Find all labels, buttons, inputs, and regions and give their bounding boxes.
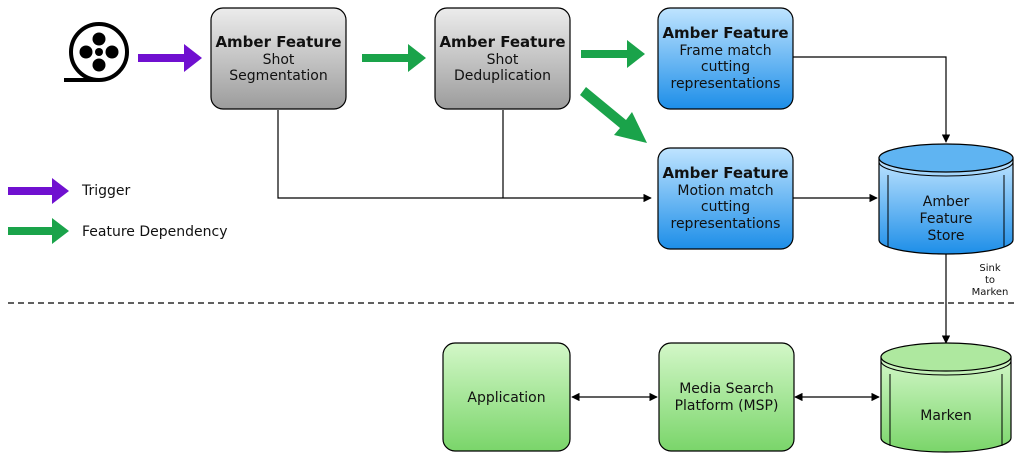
frame-to-store-line — [793, 56, 951, 143]
sink-label-line2: to — [985, 275, 995, 286]
frame-match-line2: Frame match — [679, 43, 771, 59]
dependency-arrow-2 — [581, 40, 645, 68]
feature-store-line3: Store — [927, 228, 964, 244]
sink-label-line1: Sink — [979, 263, 1000, 274]
feature-store-line1: Amber — [923, 194, 970, 210]
sink-label-line3: Marken — [972, 287, 1009, 298]
marken-database[interactable]: Marken — [880, 342, 1012, 453]
frame-match-box[interactable]: Amber Feature Frame match cutting repres… — [657, 7, 794, 110]
motion-match-line3: cutting — [701, 199, 750, 215]
motion-match-title: Amber Feature — [662, 164, 788, 182]
trigger-arrow — [138, 44, 202, 72]
shot-segmentation-box[interactable]: Amber Feature Shot Segmentation — [210, 7, 347, 110]
frame-match-title: Amber Feature — [662, 24, 788, 42]
marken-label: Marken — [920, 408, 972, 424]
deduplication-line2: Shot — [487, 52, 519, 68]
segmentation-line3: Segmentation — [229, 68, 327, 84]
legend-trigger-label: Trigger — [81, 183, 131, 199]
application-label: Application — [467, 390, 545, 406]
motion-match-line4: representations — [671, 216, 781, 232]
legend-dependency-label: Feature Dependency — [82, 224, 227, 240]
msp-box[interactable]: Media Search Platform (MSP) — [658, 342, 795, 452]
segmentation-title: Amber Feature — [215, 33, 341, 51]
feature-store-line2: Feature — [920, 211, 973, 227]
frame-match-line4: representations — [671, 76, 781, 92]
legend-trigger-arrow — [8, 178, 69, 204]
deduplication-line3: Deduplication — [454, 68, 551, 84]
shot-deduplication-box[interactable]: Amber Feature Shot Deduplication — [434, 7, 571, 110]
dependency-arrow-1 — [362, 44, 426, 72]
legend-dependency-arrow — [8, 218, 69, 244]
dependency-arrow-3 — [580, 87, 647, 143]
frame-match-line3: cutting — [701, 59, 750, 75]
msp-line1: Media Search — [679, 381, 774, 397]
motion-match-box[interactable]: Amber Feature Motion match cutting repre… — [657, 147, 794, 250]
deduplication-title: Amber Feature — [439, 33, 565, 51]
film-reel-icon — [64, 22, 129, 82]
msp-line2: Platform (MSP) — [675, 398, 779, 414]
motion-match-line2: Motion match — [677, 183, 773, 199]
application-box[interactable]: Application — [442, 342, 571, 452]
feature-store-database[interactable]: Amber Feature Store — [878, 143, 1014, 255]
segmentation-line2: Shot — [263, 52, 295, 68]
segmentation-to-motion-line — [277, 110, 652, 203]
